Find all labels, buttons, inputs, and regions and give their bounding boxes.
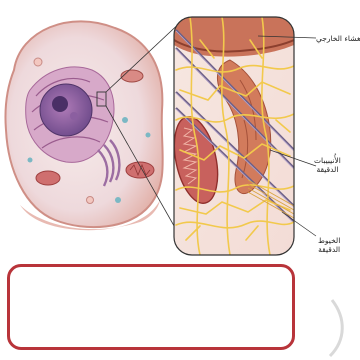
cell-illustration [5,21,162,230]
label-microfilaments-line2: الدقيقة [318,245,340,254]
label-plasma-membrane: الغشاء الخارجي [316,34,360,43]
answer-box[interactable] [7,264,295,350]
watermark-arc [330,300,342,356]
label-microfilaments-line1: الخيوط [318,236,340,245]
label-microfilaments: الخيوط الدقيقة [318,236,340,254]
magnified-inset [167,17,294,255]
label-microtubules: الأُنيبيبات الدقيقة [314,156,341,174]
label-microtubules-line1: الأُنيبيبات [314,156,341,165]
label-microtubules-line2: الدقيقة [314,165,341,174]
